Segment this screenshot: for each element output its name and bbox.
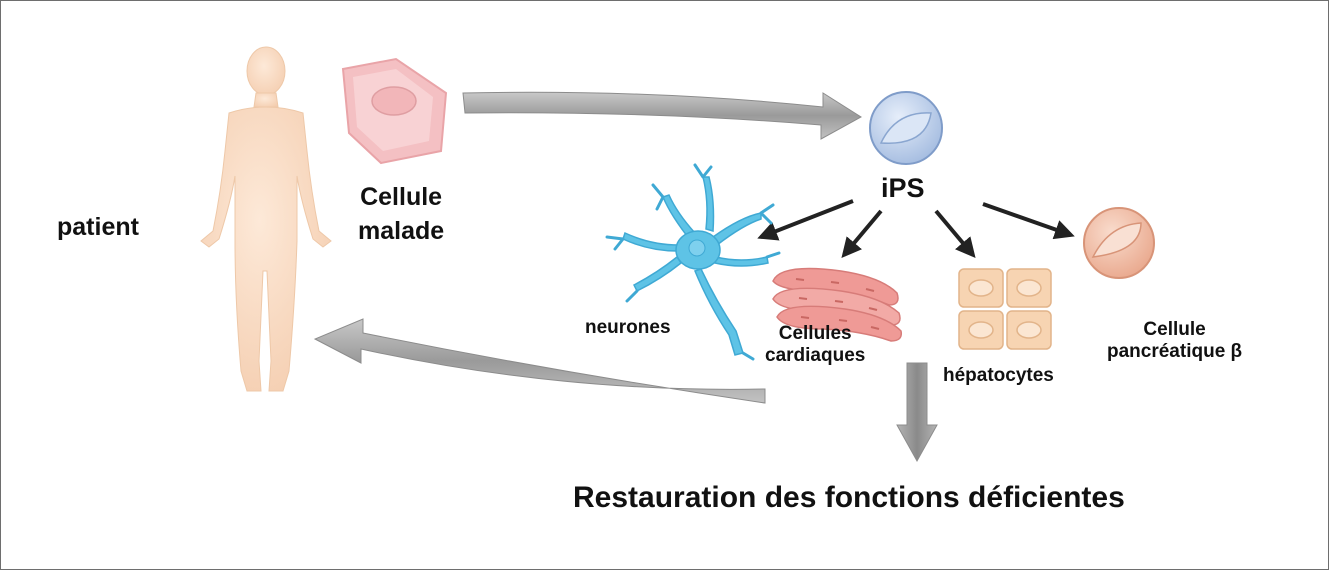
- ips-label: iPS: [881, 173, 925, 203]
- result-label: Restauration des fonctions déficientes: [573, 481, 1125, 514]
- cardiac-cells-label-line2: cardiaques: [765, 344, 866, 366]
- neurons-label: neurones: [585, 317, 671, 338]
- cardiac-cells-icon: [772, 267, 903, 342]
- ips-cell-icon: [869, 91, 943, 165]
- patient-label: patient: [57, 213, 139, 241]
- neuron-icon: [605, 163, 781, 361]
- hepatocytes-icon: [958, 268, 1052, 350]
- diseased-cell-label-line1: Cellule: [360, 183, 443, 211]
- pancreatic-cell-icon: [1083, 207, 1155, 279]
- reprogramming-arrow: [462, 91, 862, 140]
- diseased-cell-label-line2: malade: [358, 216, 445, 245]
- patient-figure: [200, 46, 332, 392]
- pancreatic-cell-label-line2: pancréatique β: [1107, 340, 1243, 362]
- differentiation-arrows: [757, 199, 1075, 259]
- cardiac-cells-label: Cellules cardiaques: [765, 323, 865, 367]
- diseased-cell-label: Cellule malade: [358, 181, 444, 249]
- pancreatic-cell-label-line1: Cellule: [1143, 319, 1206, 340]
- diseased-cell-icon: [341, 57, 448, 165]
- result-arrow: [896, 362, 938, 463]
- transplant-arrow: [313, 318, 766, 404]
- cardiac-cells-label-line1: Cellules: [778, 323, 852, 344]
- pancreatic-cell-label: Cellule pancréatique β: [1107, 319, 1242, 363]
- hepatocytes-label: hépatocytes: [943, 365, 1054, 386]
